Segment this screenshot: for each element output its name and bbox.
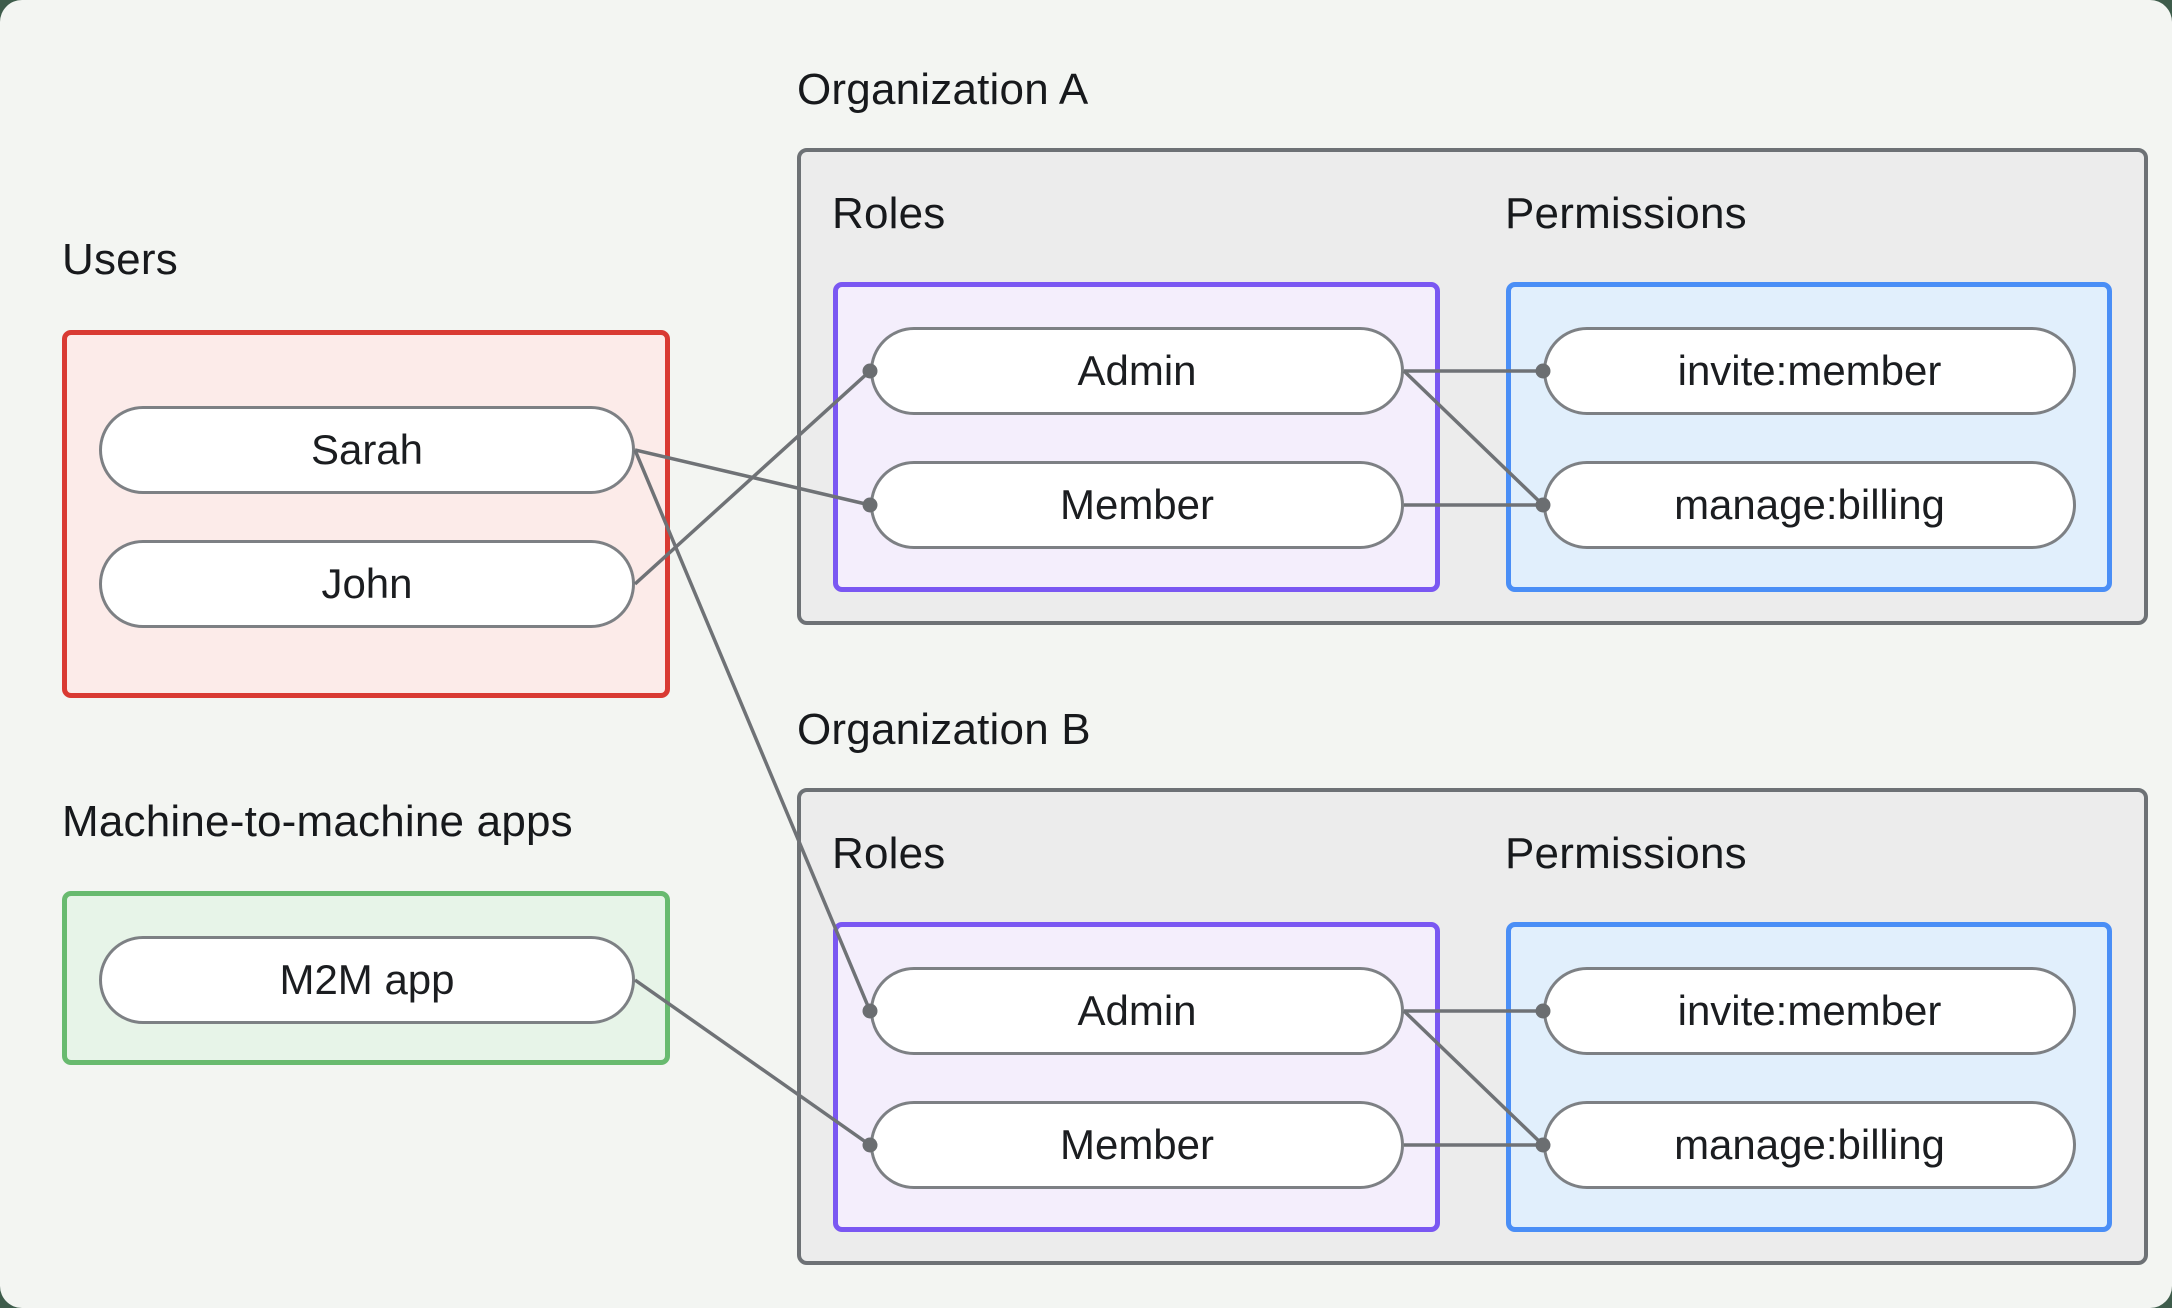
m2m-app-pill: M2M app: [99, 936, 635, 1024]
org-b-permission-pill-invite-member: invite:member: [1543, 967, 2076, 1055]
user-pill-john: John: [99, 540, 635, 628]
org-a-permissions-label: Permissions: [1505, 189, 1747, 238]
org-a-title: Organization A: [797, 65, 1089, 114]
org-b-role-pill-member: Member: [870, 1101, 1404, 1189]
org-a-roles-label: Roles: [832, 189, 946, 238]
org-b-roles-label: Roles: [832, 829, 946, 878]
org-a-role-pill-member: Member: [870, 461, 1404, 549]
users-group-label: Users: [62, 235, 178, 284]
m2m-group-label: Machine-to-machine apps: [62, 797, 573, 846]
org-b-permissions-label: Permissions: [1505, 829, 1747, 878]
org-a-permission-pill-invite-member: invite:member: [1543, 327, 2076, 415]
user-pill-sarah: Sarah: [99, 406, 635, 494]
org-b-title: Organization B: [797, 705, 1091, 754]
org-a-role-pill-admin: Admin: [870, 327, 1404, 415]
org-b-permission-pill-manage-billing: manage:billing: [1543, 1101, 2076, 1189]
org-b-role-pill-admin: Admin: [870, 967, 1404, 1055]
org-a-permission-pill-manage-billing: manage:billing: [1543, 461, 2076, 549]
users-group-box: [62, 330, 670, 698]
